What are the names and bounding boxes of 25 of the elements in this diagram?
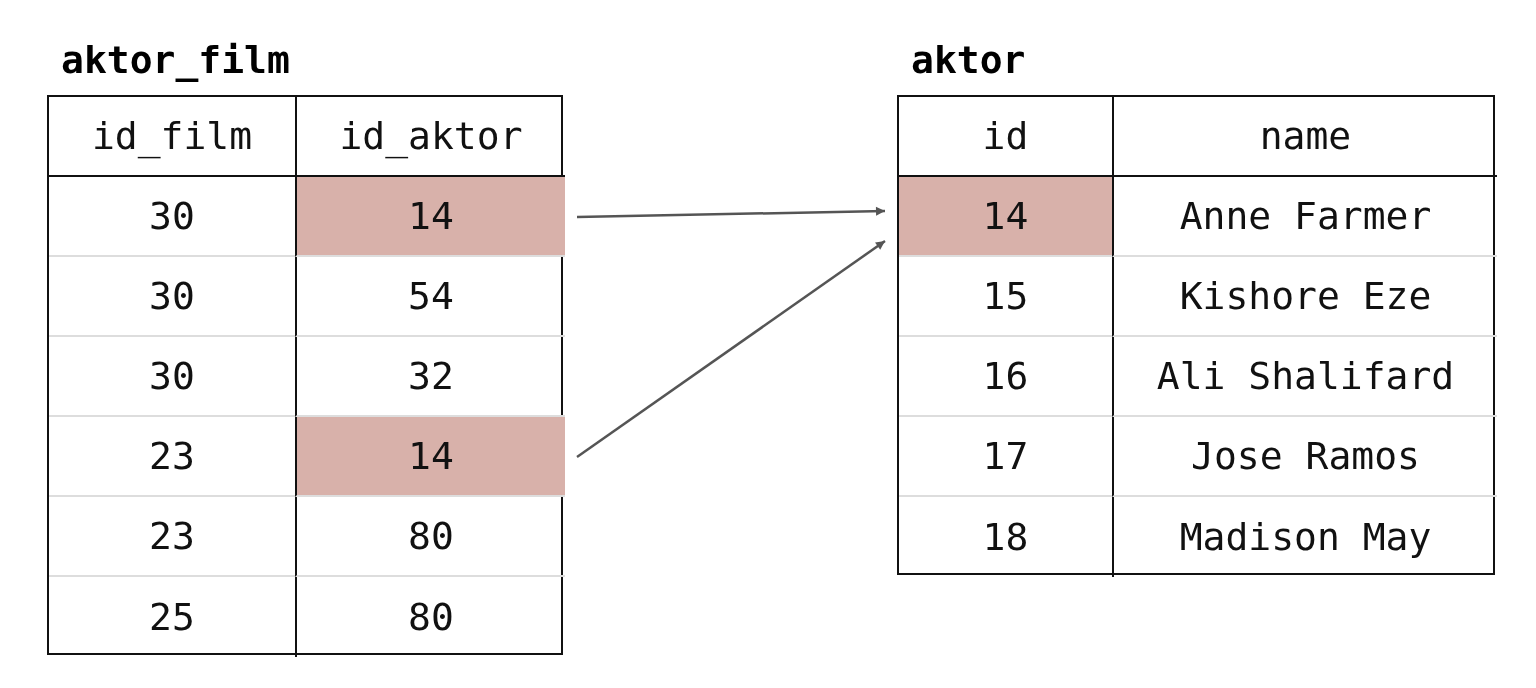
table-cell: Jose Ramos [1112,417,1497,497]
table-cell: 14 [295,417,565,497]
table-cell: 30 [49,257,295,337]
table-cell: 80 [295,577,565,657]
table-cell: 15 [899,257,1112,337]
table-title: aktor_film [61,37,290,84]
arrow [576,239,886,459]
table-cell: 30 [49,337,295,417]
table-cell: Ali Shalifard [1112,337,1497,417]
table-cell: 18 [899,497,1112,577]
table-cell: 16 [899,337,1112,417]
table-cell: 25 [49,577,295,657]
arrow [576,206,886,219]
table-cell: Kishore Eze [1112,257,1497,337]
table-cell: 23 [49,497,295,577]
table-cell: 80 [295,497,565,577]
table-cell: 14 [899,177,1112,257]
table-cell: 54 [295,257,565,337]
table-cell: 17 [899,417,1112,497]
table-cell: Anne Farmer [1112,177,1497,257]
column-header: name [1112,97,1497,177]
column-header: id_film [49,97,295,177]
table-title: aktor [911,37,1026,84]
table-cell: 14 [295,177,565,257]
table-cell: Madison May [1112,497,1497,577]
